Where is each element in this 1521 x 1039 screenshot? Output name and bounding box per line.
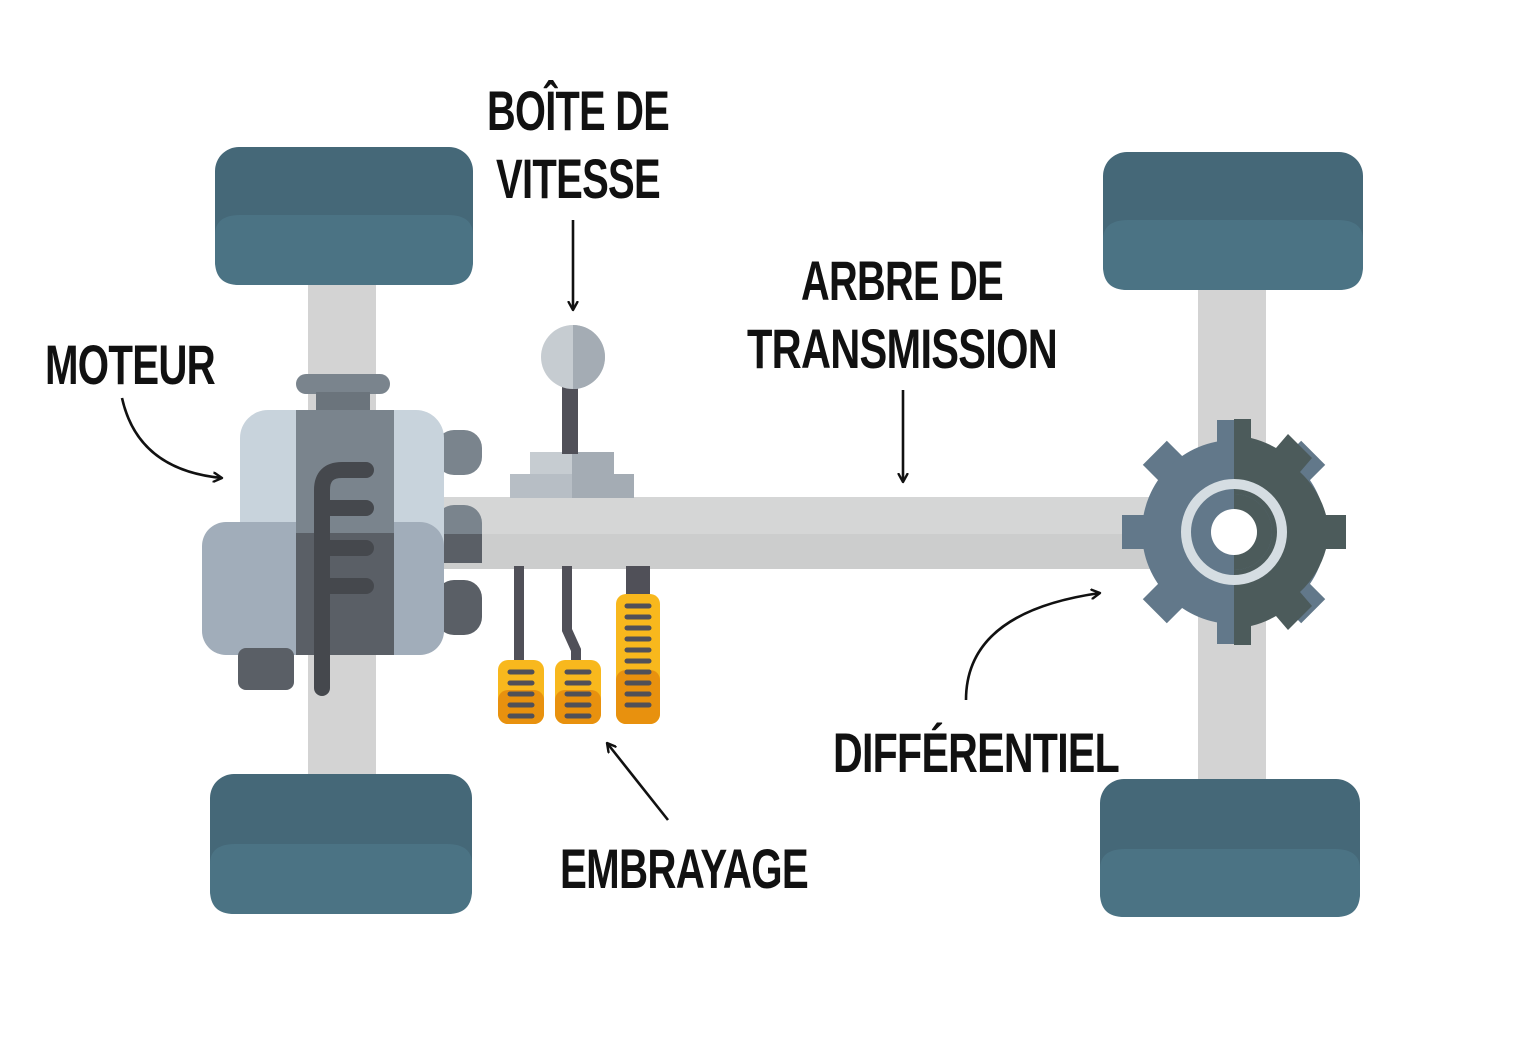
label-gearbox-line2: VITESSE <box>496 147 660 210</box>
pedals <box>498 566 660 724</box>
label-clutch: EMBRAYAGE <box>560 837 808 900</box>
label-engine: MOTEUR <box>45 333 215 396</box>
gear-stick <box>510 325 634 498</box>
label-driveshaft-line2: TRANSMISSION <box>747 317 1057 380</box>
arrow-differential <box>964 593 1100 701</box>
engine-block <box>202 374 482 696</box>
arrow-clutch <box>607 743 670 821</box>
wheel-front-right <box>210 774 472 914</box>
arrow-engine <box>120 397 222 478</box>
wheel-rear-left <box>1100 779 1360 917</box>
label-driveshaft-line1: ARBRE DE <box>801 249 1003 312</box>
label-differential: DIFFÉRENTIEL <box>833 721 1119 784</box>
wheel-front-left <box>215 147 473 285</box>
drive-shaft-shade <box>440 534 1170 569</box>
label-gearbox-line1: BOÎTE DE <box>487 79 669 142</box>
differential-gear <box>1122 419 1346 645</box>
wheel-rear-right <box>1103 152 1363 290</box>
